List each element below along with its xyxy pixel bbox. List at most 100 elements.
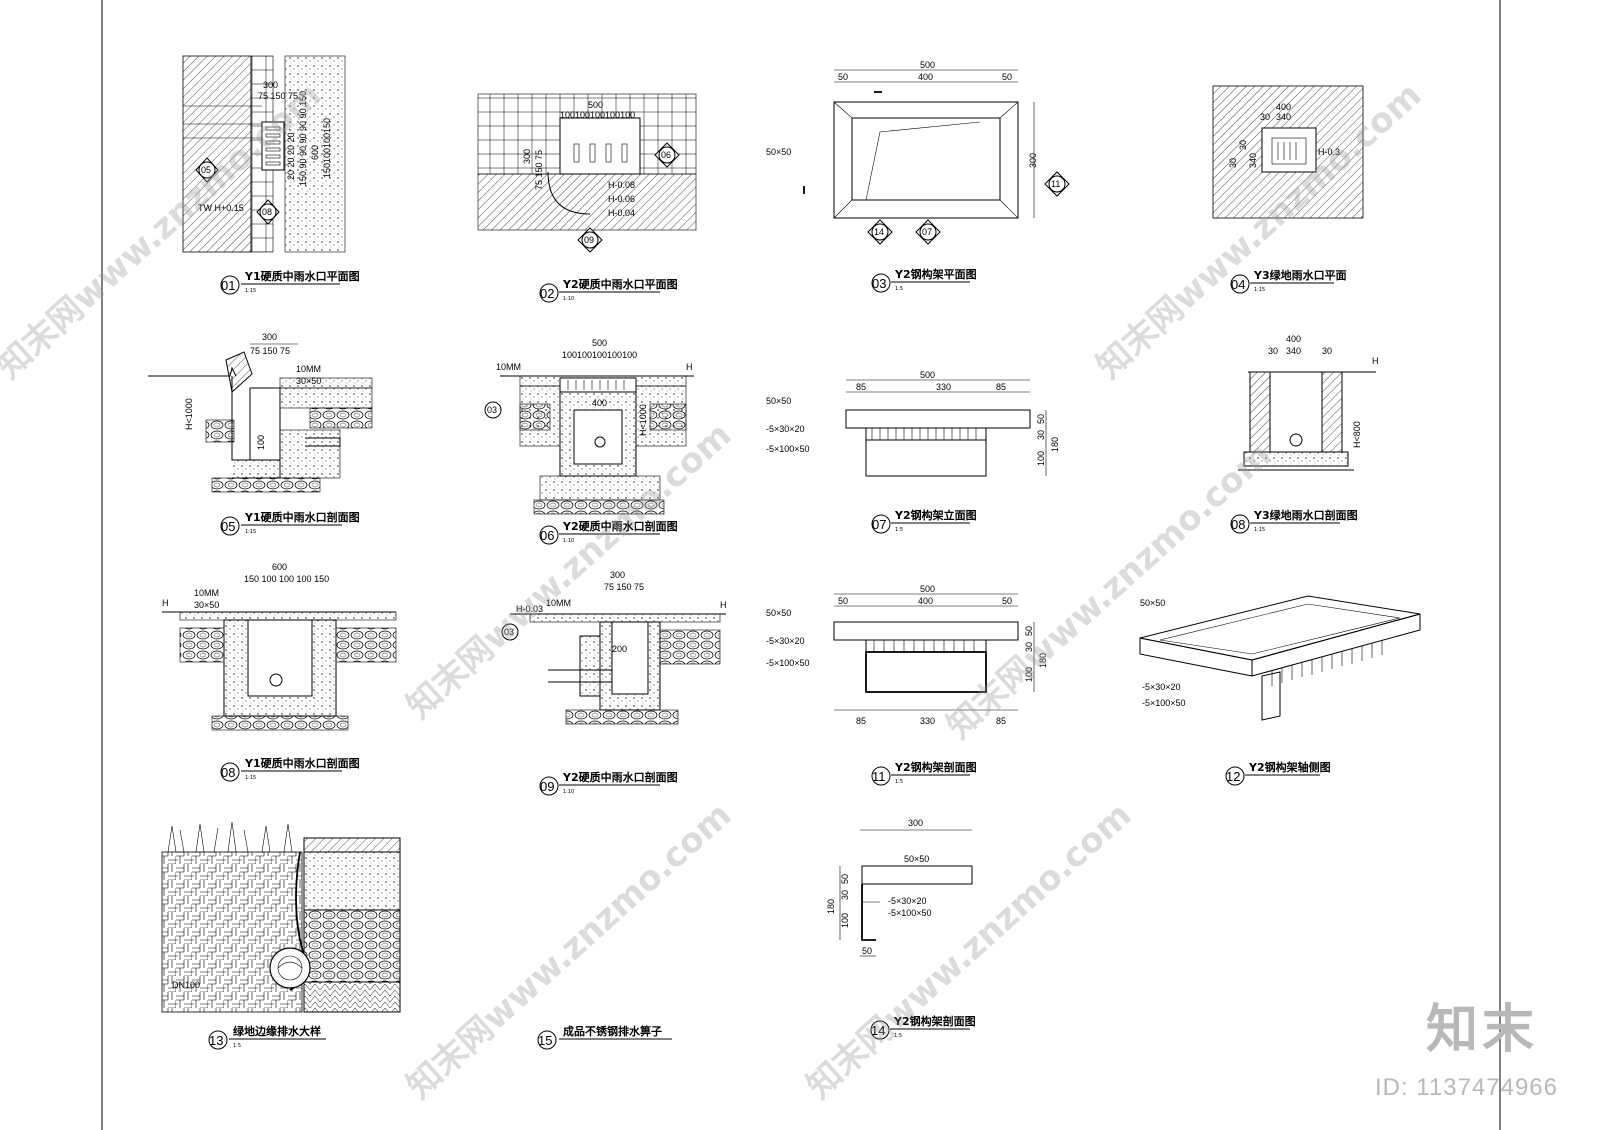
watermark: 知末网www.znzmo.com	[399, 795, 739, 1107]
detail-num-circle	[537, 1030, 557, 1050]
dim-08b-total: 600	[272, 562, 287, 572]
detail-number: 06	[540, 528, 554, 543]
dim-09-10mm: 10MM	[546, 598, 571, 608]
dim-07-v3: 180	[1050, 437, 1060, 452]
detail-num-circle	[220, 516, 240, 536]
detail-scale: 1:10	[563, 296, 574, 302]
detail-title: Y1硬质中雨水口剖面图	[244, 510, 360, 524]
dim-03-c: 50	[1002, 72, 1012, 82]
dim-08-hm: H	[1372, 356, 1379, 366]
paving-layer	[529, 613, 721, 623]
dim-08b-split: 150 100 100 100 150	[244, 574, 329, 584]
detail-title: Y2硬质中雨水口剖面图	[562, 519, 678, 533]
detail-num-circle	[539, 525, 559, 545]
detail-09: 300 75 150 75 10MM H-0.03 H 200 03 09 Y2…	[501, 570, 727, 796]
dim-02-h3: H-0.04	[608, 208, 635, 218]
detail-number: 09	[540, 779, 554, 794]
dim-02-split: 100100100100100	[560, 110, 635, 120]
dim-04-h: H-0.3	[1318, 147, 1340, 157]
dim-08b-3050: 30×50	[194, 600, 219, 610]
detail-title: Y3绿地雨水口平面	[1253, 268, 1347, 282]
detail-title: Y2钢构架平面图	[894, 267, 977, 281]
support-plate	[861, 884, 876, 941]
svg-text:09: 09	[584, 235, 594, 245]
frame-front-right	[1251, 613, 1421, 677]
dim-11-v2: 30	[1024, 642, 1034, 652]
soil-layer	[303, 981, 401, 1013]
detail-title: 成品不锈钢排水箅子	[563, 1024, 662, 1038]
detail-title: Y1硬质中雨水口剖面图	[244, 756, 360, 770]
detail-num-circle	[539, 776, 559, 796]
detail-11: 500 50 400 50 85 330 85 50×50 -5×30×20 -…	[766, 584, 1048, 786]
bottom-plate	[865, 439, 987, 477]
detail-01: 300 75 150 75 20 20 20 20 150 90 90 90 9…	[182, 55, 360, 295]
paving-layer	[279, 377, 373, 389]
watermark: 知末网www.znzmo.com	[0, 75, 329, 387]
dim-14-50x50: 50×50	[904, 854, 929, 864]
dim-14-m1: -5×30×20	[888, 896, 927, 906]
detail-num-circle	[1225, 766, 1245, 786]
stone-layer-right	[335, 627, 397, 663]
frame-front-left	[1139, 637, 1253, 677]
stone-layer	[649, 403, 687, 431]
dim-11-v4: 100	[1024, 667, 1034, 682]
dim-09-200: 200	[612, 644, 627, 654]
detail-number: 07	[872, 517, 886, 532]
dim-02-side-split: 75 150 75	[534, 150, 544, 190]
dim-01-split: 75 150 75	[258, 91, 298, 101]
pit-void	[249, 387, 281, 461]
pit-wall-right	[1321, 371, 1343, 453]
top-frame	[845, 409, 1031, 429]
stone-layer	[519, 403, 551, 431]
base-stones	[211, 477, 321, 493]
dim-01-rows: 150 90 90 90 90 90 150	[298, 91, 308, 186]
dim-07-50x50: 50×50	[766, 396, 791, 406]
detail-title: Y2硬质中雨水口剖面图	[562, 770, 678, 784]
detail-number: 04	[1231, 277, 1245, 292]
brand-logo: 知末	[1425, 1000, 1538, 1060]
dim-01-grate: 20 20 20 20	[286, 132, 296, 180]
dim-04-b: 30	[1228, 158, 1238, 168]
detail-number: 11	[872, 769, 886, 784]
dim-09-h: H-0.03	[516, 604, 543, 614]
dim-14-m2: -5×100×50	[888, 908, 932, 918]
detail-scale: 1:15	[245, 288, 256, 294]
dim-02-h1: H-0.08	[608, 180, 635, 190]
pipe-circle	[594, 436, 606, 448]
detail-num-circle	[220, 762, 240, 782]
frame-top-inner	[1159, 603, 1401, 655]
break-line	[865, 121, 981, 201]
dim-07-m2: -5×100×50	[766, 444, 810, 454]
dim-01-len: 600	[310, 145, 320, 160]
detail-num-circle	[220, 275, 240, 295]
concrete-base	[1243, 451, 1349, 467]
detail-04: 400 340 30 30 30 340 H-0.3 04 Y3绿地雨水口平面 …	[1212, 85, 1364, 294]
detail-number: 15	[538, 1033, 552, 1048]
stone-layer	[659, 629, 721, 665]
grate-frame	[559, 117, 641, 175]
watermark: 知末网www.znzmo.com	[799, 795, 1139, 1107]
curb-stone	[225, 351, 253, 393]
drain-pipe	[269, 947, 311, 989]
soil-weave	[161, 851, 303, 1013]
detail-scale: 1:5	[895, 779, 903, 785]
fins	[873, 640, 975, 652]
detail-title: Y3绿地雨水口剖面图	[1253, 508, 1358, 522]
detail-title: Y2钢构架轴侧图	[1248, 760, 1331, 774]
detail-num-circle	[871, 273, 891, 293]
dim-08-b: 30	[1322, 346, 1332, 356]
detail-scale: 1:15	[1254, 287, 1265, 293]
detail-title: Y2钢构架剖面图	[894, 760, 977, 774]
pit-void	[611, 621, 649, 695]
section-marker-11: 11	[1044, 171, 1070, 197]
dim-05-h: H<1000	[184, 398, 194, 430]
svg-text:07: 07	[922, 227, 932, 237]
dim-11-m1: -5×30×20	[766, 636, 805, 646]
dim-09-hm: H	[720, 600, 727, 610]
detail-scale: 1:10	[563, 538, 574, 544]
detail-scale: 1:5	[233, 1043, 241, 1049]
concrete-base	[279, 429, 341, 479]
dim-07-total: 500	[920, 370, 935, 380]
dim-11-50x50: 50×50	[766, 608, 791, 618]
